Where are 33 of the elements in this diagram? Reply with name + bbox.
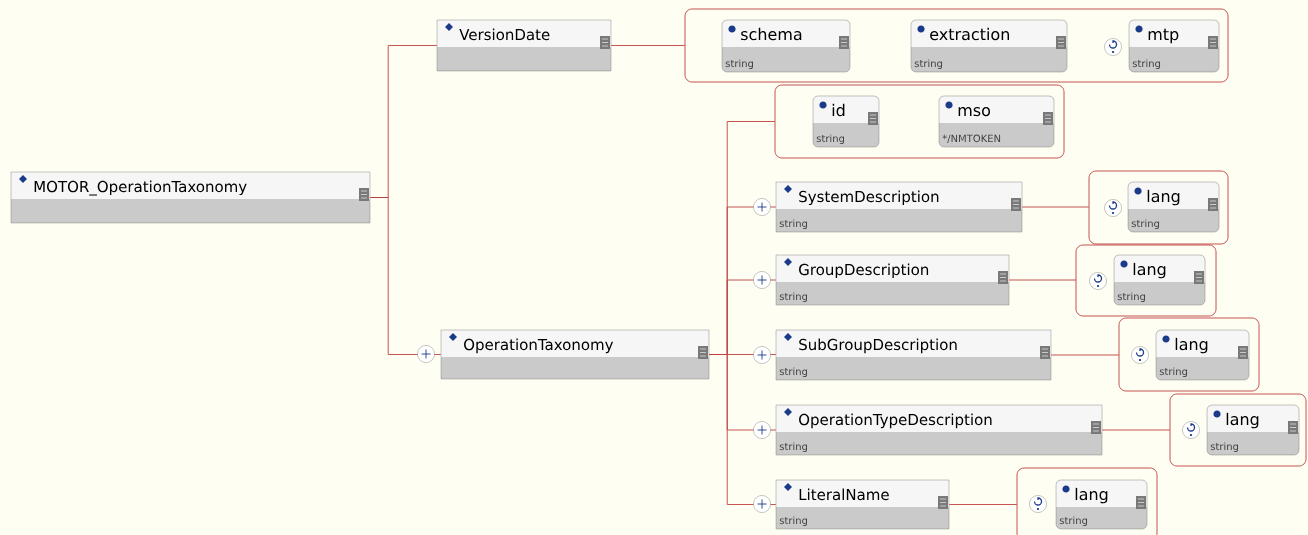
attribute-box: lang string [1155, 329, 1250, 381]
element-box: MOTOR_OperationTaxonomy [10, 171, 371, 224]
connector-line [708, 354, 777, 505]
attribute-group-box [1088, 170, 1229, 245]
attribute-group-box [1075, 244, 1217, 317]
element-box: OperationTaxonomy [440, 329, 710, 380]
attribute-box: lang string [1127, 181, 1220, 233]
element-box: GroupDescription string [775, 254, 1010, 306]
element-box: SubGroupDescription string [775, 329, 1052, 381]
attribute-group-box [1118, 317, 1260, 392]
attribute-box: lang string [1113, 254, 1206, 306]
element-box: SystemDescription string [775, 181, 1023, 233]
attribute-box: lang string [1055, 479, 1148, 530]
attribute-box: schema string [721, 19, 851, 73]
connector-line [1021, 206, 1090, 208]
connector-line [1050, 354, 1120, 356]
connector-line [1101, 429, 1171, 431]
attribute-group-box [684, 8, 1229, 83]
attribute-group-box [1169, 393, 1307, 467]
attribute-group-box [1016, 467, 1158, 535]
element-box: VersionDate [436, 19, 612, 72]
connector-line [1008, 279, 1077, 281]
attribute-box: id string [812, 95, 880, 148]
connector-line [610, 45, 686, 46]
connector-line [948, 504, 1018, 505]
attribute-box: lang string [1206, 404, 1300, 456]
attribute-box: mso */NMTOKEN [938, 95, 1055, 148]
attribute-group-box [774, 84, 1065, 159]
attribute-box: mtp string [1128, 19, 1220, 73]
connector-line [369, 197, 442, 355]
element-box: LiteralName string [775, 479, 950, 530]
attribute-box: extraction string [910, 19, 1068, 73]
element-box: OperationTypeDescription string [775, 404, 1103, 456]
